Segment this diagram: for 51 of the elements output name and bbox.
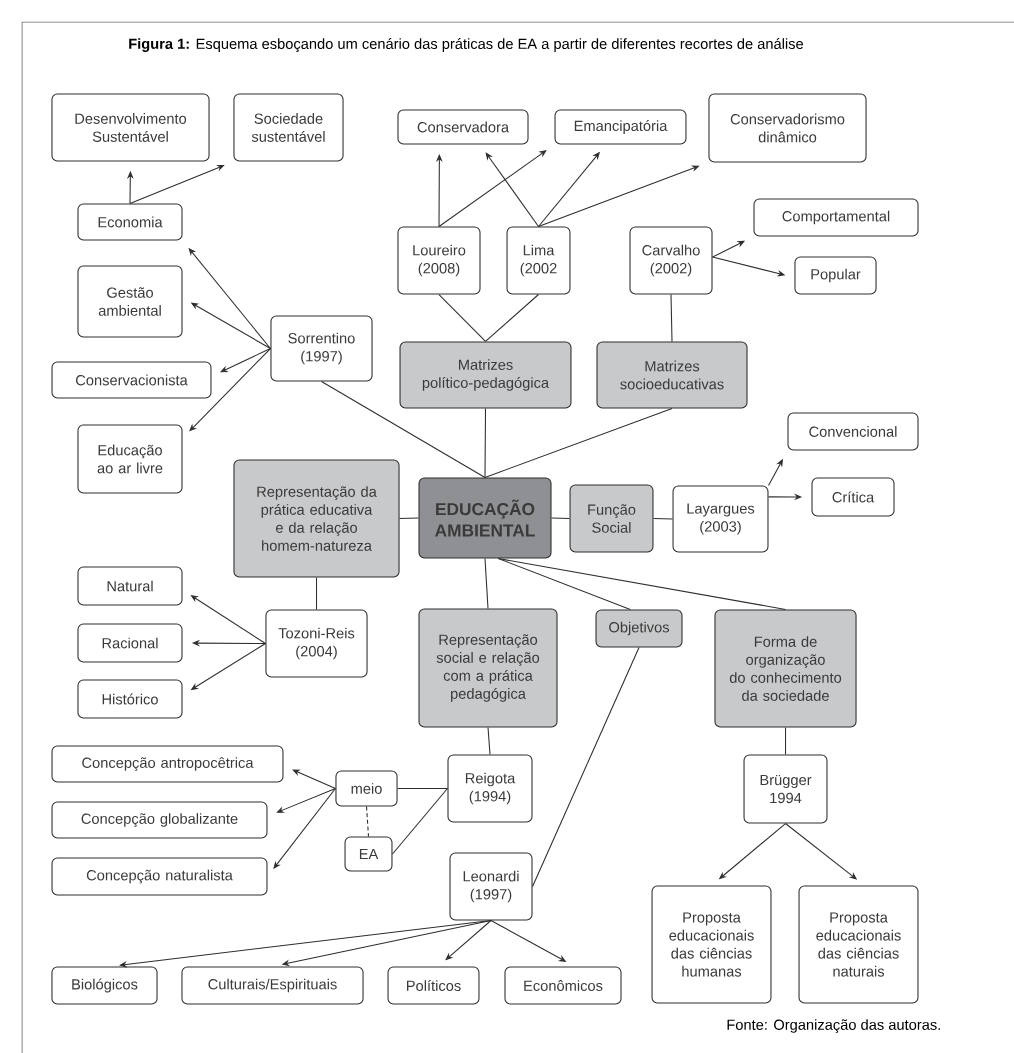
concept-box: Emancipatória [554,109,687,145]
concept-box: Gestão ambiental [77,265,183,338]
concept-box: meio [335,770,398,807]
concept-box: Sociedade sustentável [233,93,344,162]
concept-box: Natural [77,566,183,606]
concept-box: Econômicos [504,966,622,1005]
arrow [129,164,225,204]
category-box: Representação da prática educativa e da relação homem-natureza [233,459,400,578]
concept-box: Concepção globalizante [51,801,268,839]
concept-box: Sorrentino (1997) [270,315,373,382]
arrow [292,769,336,790]
concept-box: Brügger 1994 [743,754,828,824]
category-box: Matrizes político-pedagógica [399,341,572,409]
concept-box: Tozoni-Reis (2004) [265,609,368,678]
category-box: Representação social e relação com a prática pedagógica [418,608,558,728]
category-box: Função Social [569,484,654,553]
concept-box: Conservadora [397,109,529,145]
concept-box: Lima (2002 [506,226,571,295]
concept-box: Histórico [77,679,183,719]
concept-box: Educação ao ar livre [77,424,183,494]
concept-box: Biológicos [51,966,158,1005]
concept-box: Concepção antropocêtrica [51,745,284,783]
concept-box: Loureiro (2008) [397,226,481,295]
arrow [485,152,540,228]
concept-box: Reigota (1994) [447,754,533,823]
central-box: EDUCAÇÃO AMBIENTAL [418,477,552,559]
concept-box: Comportamental [753,198,919,237]
figure-title: Figura 1: Esquema esboçando um cenário das práticas de EA a partir de diferentes recortes de análise [129,38,804,52]
concept-box: Racional [77,623,183,663]
concept-box: Crítica [811,477,895,517]
concept-box: Concepção naturalista [51,857,268,896]
concept-box: EA [344,836,393,872]
concept-box: Desenvolvimento Sustentável [51,93,210,162]
concept-box: Proposta educacionais das ciências humanas [651,885,772,1004]
concept-box: Layargues (2003) [672,485,769,553]
concept-box: Conservadorismo dinâmico [708,93,867,163]
concept-box: Proposta educacionais das ciências naturais [798,885,919,1004]
concept-box: Economia [77,203,183,241]
concept-box: Conservacionista [51,361,212,399]
concept-box: Culturais/Espirituais [181,966,364,1005]
concept-box: Popular [794,256,877,295]
concept-box: Carvalho (2002) [629,226,713,295]
concept-box: Leonardi (1997) [449,852,533,921]
category-box: Forma de organização do conhecimento da sociedade [714,609,857,728]
concept-box: Convencional [787,412,919,451]
category-box: Matrizes socioeducativas [596,341,748,409]
source-note: Fonte: Organização das autoras. [727,1019,940,1033]
arrow [189,347,271,432]
arrow [276,787,336,813]
category-box: Objetivos [595,609,683,648]
concept-box: Políticos [387,966,480,1005]
